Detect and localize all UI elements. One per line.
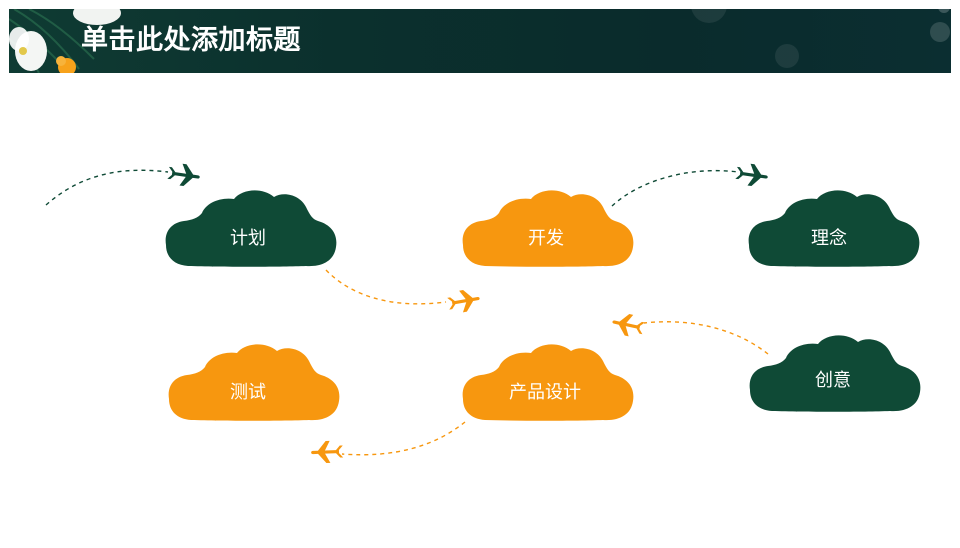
orange-flower-icon bbox=[56, 56, 76, 73]
flight-path-creative-develop bbox=[643, 321, 769, 355]
cloud-label-plan[interactable]: 计划 bbox=[230, 228, 266, 249]
flight-path-start bbox=[45, 169, 169, 206]
flight-path-develop-concept bbox=[611, 169, 739, 207]
header-banner: 单击此处添加标题 bbox=[9, 9, 951, 73]
cloud-label-creative[interactable]: 创意 bbox=[815, 370, 851, 391]
cloud-label-test[interactable]: 测试 bbox=[230, 382, 266, 403]
airplane-icon bbox=[310, 440, 344, 464]
cloud-label-develop[interactable]: 开发 bbox=[528, 228, 564, 249]
cloud-label-concept[interactable]: 理念 bbox=[811, 228, 847, 249]
flower-icon bbox=[9, 9, 121, 71]
cloud-label-design[interactable]: 产品设计 bbox=[509, 382, 581, 403]
airplane-icon bbox=[166, 161, 202, 189]
flight-path-plan-develop bbox=[325, 269, 447, 305]
airplane-icon bbox=[610, 310, 646, 340]
header-decoration bbox=[9, 9, 950, 73]
airplane-icon bbox=[446, 287, 482, 315]
flight-path-design-test bbox=[341, 421, 466, 456]
page-title[interactable]: 单击此处添加标题 bbox=[81, 25, 301, 56]
airplane-icon bbox=[734, 161, 770, 189]
